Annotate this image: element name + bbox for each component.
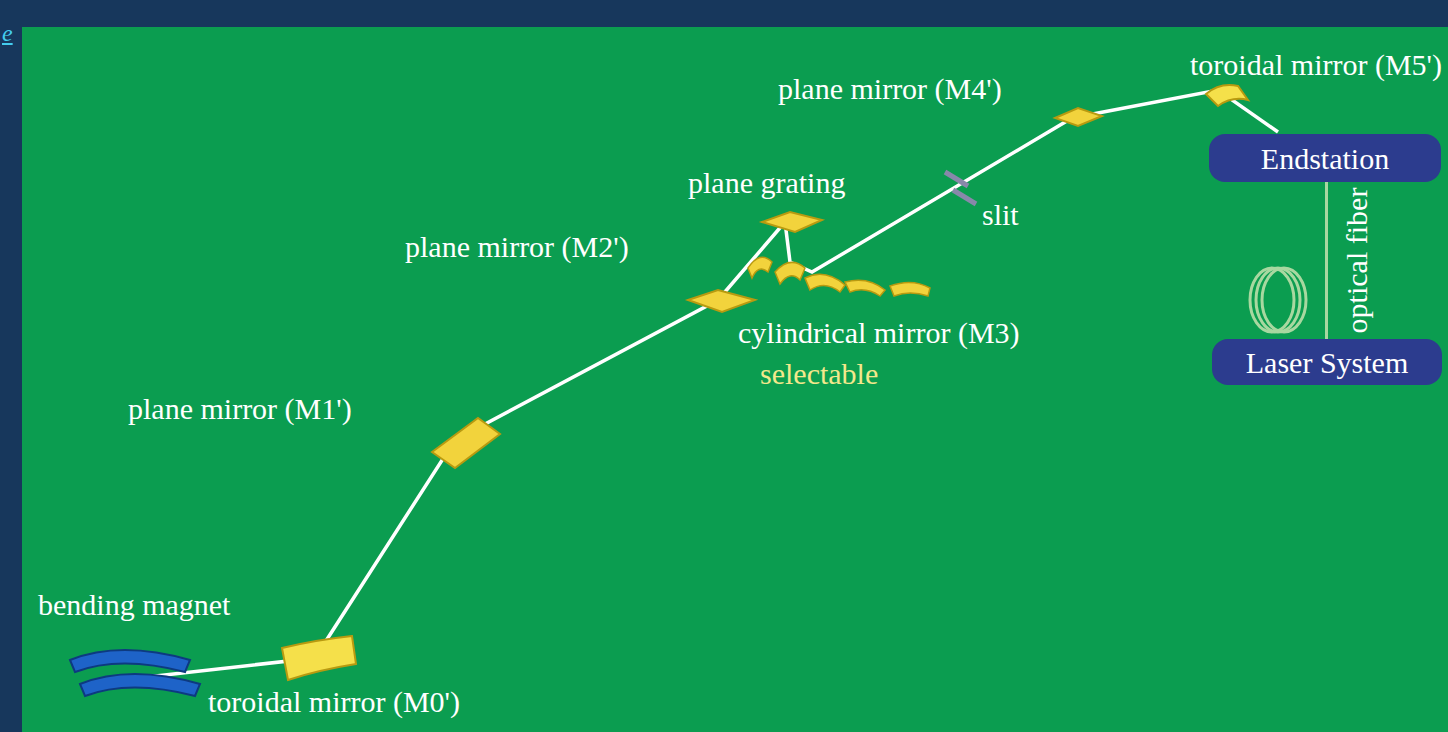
mirror-label: toroidal mirror (M5') <box>1190 48 1442 81</box>
edge-label: optical fiber <box>1340 188 1373 334</box>
box-text: Endstation <box>1261 142 1389 175</box>
station-box: Endstation <box>1209 134 1441 182</box>
note-label: selectable <box>760 357 878 390</box>
link-letter: e <box>2 20 13 46</box>
magnet-label: bending magnet <box>38 588 230 621</box>
mirror-label: cylindrical mirror (M3) <box>738 316 1020 349</box>
mirror-label: plane mirror (M1') <box>128 392 352 425</box>
slit-label: slit <box>982 198 1019 231</box>
station-box: Laser System <box>1212 339 1442 385</box>
optical-fiber-line <box>1325 182 1328 339</box>
mirror-label: plane mirror (M2') <box>405 230 629 263</box>
grating-label: plane grating <box>688 166 845 199</box>
mirror-label: toroidal mirror (M0') <box>208 685 460 718</box>
mirror-label: plane mirror (M4') <box>778 72 1002 105</box>
box-text: Laser System <box>1246 346 1408 379</box>
